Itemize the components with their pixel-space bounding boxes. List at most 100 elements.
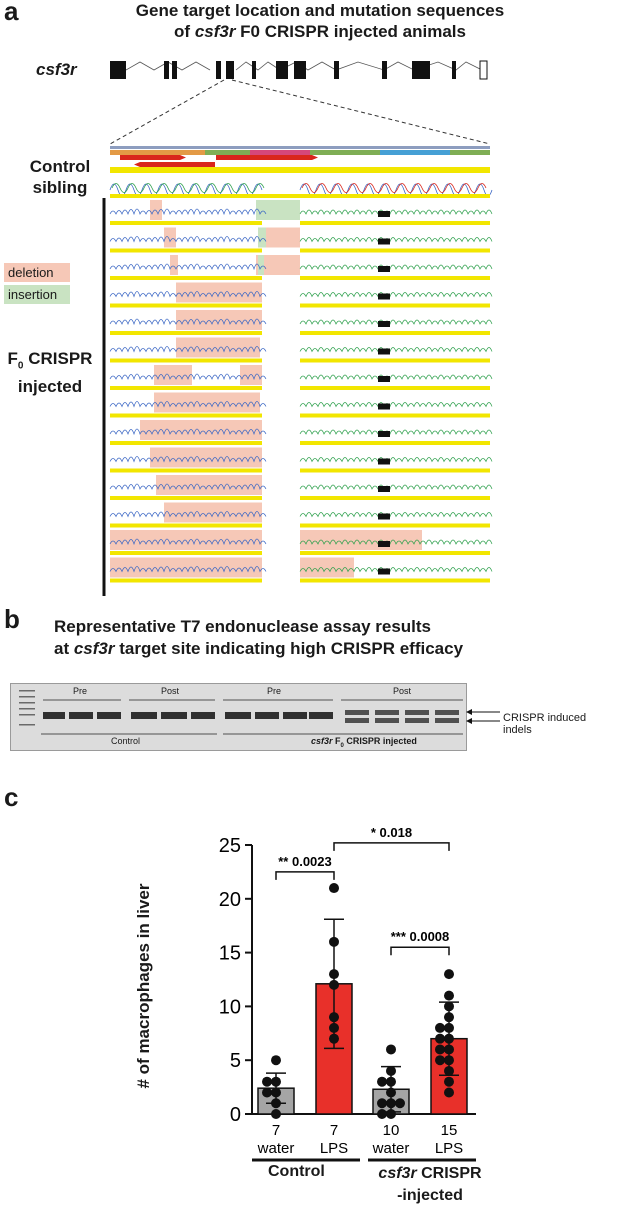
trace-row — [109, 227, 493, 253]
gel-image: Pre Post Pre Post Control csf3r F0 CRISP… — [10, 683, 467, 751]
data-point — [435, 1022, 445, 1033]
data-point — [444, 969, 454, 980]
group-label-control: Control — [268, 1163, 325, 1180]
gel-bands — [19, 690, 463, 735]
trace-row — [109, 530, 493, 555]
trace-row — [109, 502, 493, 528]
reference-sequence-header — [110, 146, 490, 173]
data-point — [386, 1098, 396, 1109]
data-point — [444, 990, 454, 1001]
gene-model — [110, 60, 488, 80]
trace-row — [109, 310, 493, 335]
n-label: 10 — [383, 1122, 400, 1139]
trace-row — [109, 420, 493, 445]
data-point — [435, 1033, 445, 1044]
significance-bracket — [390, 946, 450, 956]
significance-bracket — [333, 842, 450, 851]
significance-label: *** 0.0008 — [391, 929, 450, 944]
indel-label: CRISPR induced indels — [503, 712, 587, 736]
panel-a-letter: a — [4, 0, 19, 26]
y-tick-label: 20 — [219, 889, 241, 911]
data-point — [386, 1109, 396, 1119]
panel-b-letter: b — [4, 604, 20, 634]
panel-a-title-line2: of csf3r F0 CRISPR injected animals — [174, 22, 466, 41]
data-point — [377, 1109, 387, 1119]
gene-structure-and-traces — [102, 60, 493, 596]
trace-row — [109, 365, 493, 390]
data-point — [444, 1076, 454, 1087]
data-point — [262, 1076, 272, 1087]
significance-label: ** 0.0023 — [278, 854, 332, 869]
trace-row — [109, 200, 493, 225]
trace-row — [109, 392, 493, 418]
control-trace — [109, 183, 493, 198]
n-label: 7 — [272, 1122, 280, 1139]
trace-row — [109, 557, 493, 583]
f0-injected-label: F0 CRISPR injected — [7, 349, 93, 397]
panel-b-title: Representative T7 endonuclease assay res… — [54, 616, 614, 660]
indel-arrows — [466, 709, 500, 724]
data-point — [444, 1012, 454, 1023]
y-tick-label: 0 — [230, 1104, 241, 1126]
lane-label-post-1: Post — [161, 686, 180, 696]
data-point — [444, 1087, 454, 1098]
control-sibling-label: Control sibling — [29, 157, 91, 197]
gene-label: csf3r — [36, 60, 77, 79]
panel-a-title-line1: Gene target location and mutation sequen… — [135, 1, 505, 20]
significance-label: * 0.018 — [371, 825, 412, 840]
trace-row — [109, 282, 493, 308]
category-label: LPS — [320, 1140, 348, 1157]
trace-row — [109, 337, 493, 363]
data-point — [444, 1001, 454, 1012]
trace-row — [109, 475, 493, 500]
data-point — [329, 936, 339, 947]
data-point — [377, 1098, 387, 1109]
lane-label-pre-2: Pre — [267, 686, 282, 696]
data-point — [386, 1087, 396, 1098]
panel-b-title-line1: Representative T7 endonuclease assay res… — [54, 617, 432, 636]
panel-a-title: Gene target location and mutation sequen… — [40, 0, 600, 42]
mutant-trace-rows — [109, 200, 493, 583]
gel-group-control: Control — [111, 736, 141, 746]
data-point — [329, 1022, 339, 1033]
n-label: 15 — [441, 1122, 458, 1139]
trace-row — [109, 255, 493, 280]
category-label: water — [257, 1140, 295, 1157]
data-point — [329, 883, 339, 894]
category-label: water — [372, 1140, 410, 1157]
y-tick-label: 5 — [230, 1050, 241, 1072]
lane-label-pre-1: Pre — [73, 686, 88, 696]
data-point — [271, 1087, 281, 1098]
panel-b-title-line2: at csf3r target site indicating high CRI… — [54, 639, 464, 658]
category-label: LPS — [435, 1140, 463, 1157]
gel-group-injected: csf3r F0 CRISPR injected — [311, 736, 417, 749]
group-label-injected: csf3r CRISPR -injected — [378, 1165, 482, 1204]
data-point — [386, 1076, 396, 1087]
y-tick-label: 15 — [219, 943, 241, 965]
data-point — [271, 1055, 281, 1066]
data-point — [435, 1055, 445, 1066]
data-point — [386, 1065, 396, 1076]
data-point — [271, 1076, 281, 1087]
y-tick-label: 10 — [219, 996, 241, 1018]
data-point — [329, 1012, 339, 1023]
data-point — [271, 1098, 281, 1109]
significance-bracket — [275, 871, 335, 880]
y-tick-label: 25 — [219, 835, 241, 857]
data-point — [271, 1109, 281, 1119]
data-point — [444, 1055, 454, 1066]
data-point — [444, 1022, 454, 1033]
lane-label-post-2: Post — [393, 686, 412, 696]
data-point — [377, 1076, 387, 1087]
data-point — [444, 1044, 454, 1055]
n-label: 7 — [330, 1122, 338, 1139]
data-point — [444, 1065, 454, 1076]
data-point — [395, 1098, 405, 1109]
data-point — [329, 979, 339, 990]
legend-insertion: insertion — [4, 285, 70, 304]
data-point — [262, 1087, 272, 1098]
legend-deletion: deletion — [4, 263, 70, 282]
data-point — [329, 1033, 339, 1044]
trace-row — [109, 447, 493, 473]
